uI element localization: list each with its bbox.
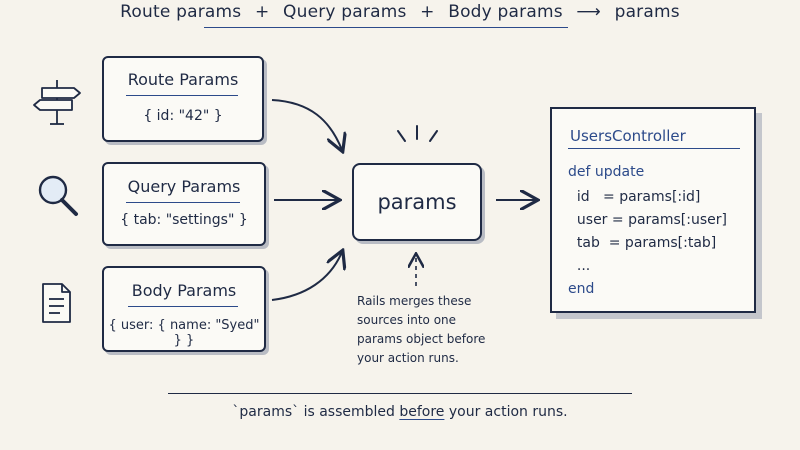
users-controller-card: UsersController def update id = params[:… [550, 107, 756, 313]
code-line-user: user = params[:user] [568, 212, 727, 228]
code-line-id: id = params[:id] [568, 189, 701, 205]
emphasis-burst [397, 125, 438, 142]
query-params-card: Query Params { tab: "settings" } [102, 162, 266, 246]
merge-note-line-2: sources into one [357, 313, 457, 327]
controller-title: UsersController [570, 127, 686, 145]
code-line-tab: tab = params[:tab] [568, 235, 717, 251]
params-box: params [352, 163, 482, 241]
footer-post: your action runs. [444, 404, 568, 420]
header-equation: Route params + Query params + Body param… [0, 2, 800, 22]
code-line-end: end [568, 281, 595, 297]
footer-emphasis: before [399, 404, 445, 420]
code-line-def: def update [568, 164, 645, 180]
query-params-title: Query Params [127, 177, 241, 196]
footer-caption: `params` is assembled before your action… [0, 404, 800, 420]
footer-pre: `params` is assembled [232, 404, 400, 420]
controller-title-underline [568, 148, 740, 149]
header-underline [204, 27, 568, 28]
merge-note-line-3: params object before [357, 332, 486, 346]
header-plus-1: + [254, 2, 270, 22]
arrow-body-to-params [271, 252, 342, 301]
code-line-ellipsis: ... [568, 258, 591, 274]
route-params-card: Route Params { id: "42" } [102, 56, 264, 142]
params-label: params [377, 190, 457, 214]
body-params-title-underline [128, 306, 238, 307]
header-route: Route params [120, 2, 242, 22]
footer-divider [168, 393, 632, 394]
magnifier-icon [38, 175, 78, 216]
query-params-title-underline [126, 202, 240, 203]
query-params-value: { tab: "settings" } [120, 212, 248, 228]
header-plus-2: + [420, 2, 435, 22]
route-params-title-underline [126, 95, 238, 96]
arrow-route-to-params [271, 99, 342, 150]
document-icon [42, 283, 71, 323]
header-arrow: ⟶ [576, 2, 601, 22]
route-params-value: { id: "42" } [143, 108, 223, 124]
merge-note-line-1: Rails merges these [357, 294, 472, 308]
signpost-icon [33, 80, 81, 125]
merge-note: Rails merges these sources into one para… [357, 292, 497, 368]
header-query: Query params [283, 2, 407, 22]
route-params-title: Route Params [127, 70, 239, 89]
body-params-title: Body Params [131, 281, 237, 300]
merge-note-line-4: your action runs. [357, 351, 459, 365]
header-body: Body params [448, 2, 563, 22]
header-result: params [614, 2, 680, 22]
body-params-value: { user: { name: "Syed" } } [108, 318, 260, 348]
body-params-card: Body Params { user: { name: "Syed" } } [102, 266, 266, 352]
